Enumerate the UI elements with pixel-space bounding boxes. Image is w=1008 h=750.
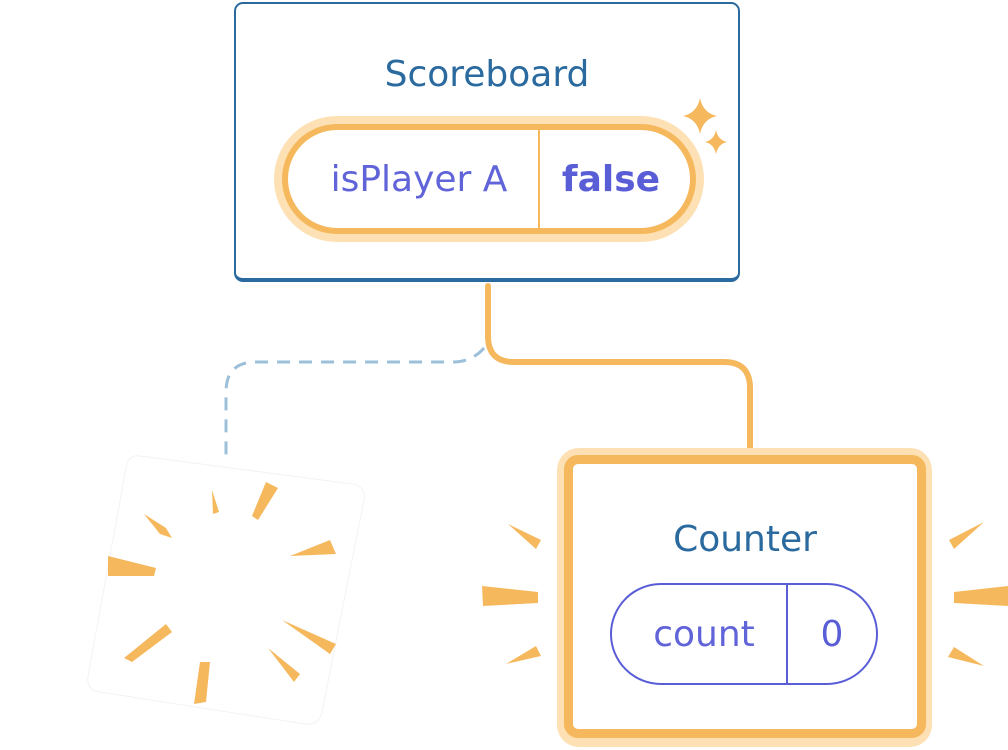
tree-edge-scoreboard-counter xyxy=(485,283,753,458)
removed-node-outline xyxy=(87,455,365,725)
state-value: false xyxy=(561,158,661,200)
counter-title: Counter xyxy=(673,519,817,560)
count-key: count xyxy=(612,585,788,683)
state-key: isPlayer A xyxy=(288,130,540,228)
scoreboard-title: Scoreboard xyxy=(384,54,590,95)
count-state-pill: count 0 xyxy=(610,583,878,685)
is-player-a-state-pill: isPlayer A false xyxy=(282,124,696,234)
tree-edge-removed xyxy=(224,346,486,460)
count-value: 0 xyxy=(820,613,844,655)
